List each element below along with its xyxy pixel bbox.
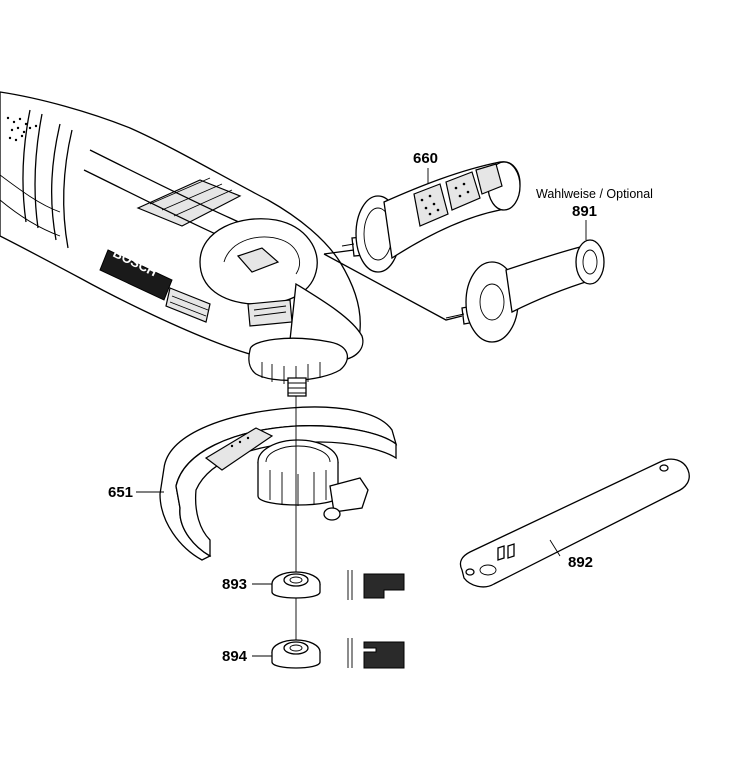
part-description-891: Wahlweise / Optional [536,187,653,201]
part-label-660: 660 [413,150,438,167]
auxiliary-handle-891 [445,239,605,343]
part-label-651: 651 [108,484,133,501]
auxiliary-handle-660 [341,161,521,273]
mount-guide-line [323,249,463,321]
part-label-894: 894 [222,648,248,665]
side-vents [165,287,211,323]
grip-pads [413,163,503,227]
part-label-893: 893 [222,576,247,593]
angle-grinder-body: BOSCH [0,91,364,397]
vent-dots [6,116,38,142]
wheel-guard-651 [159,406,398,561]
flange-nut-894 [271,638,405,669]
leader-892 [549,539,561,557]
part-label-891: 891 [572,203,597,220]
flange-nut-893 [271,570,405,600]
spanner-wrench-892 [459,458,690,588]
part-label-892: 892 [568,554,593,571]
